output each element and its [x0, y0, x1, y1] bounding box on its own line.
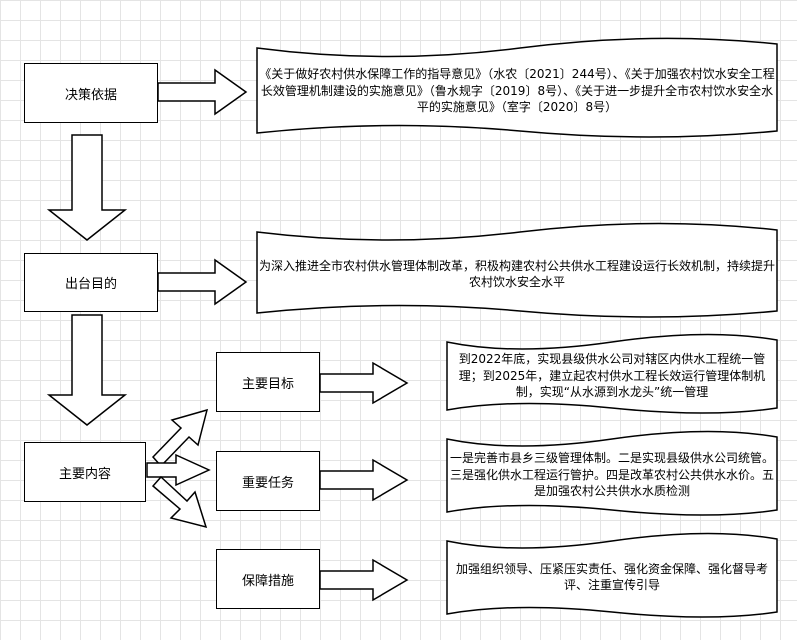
- arrow-tasks-to-note: [319, 458, 409, 502]
- measures-note-shape: [446, 532, 778, 618]
- arrow-purpose-to-note: [157, 258, 248, 306]
- purpose-note-shape: [256, 222, 778, 318]
- arrow-content-to-tasks: [146, 453, 211, 487]
- note-goals-text: 到2022年底，实现县级供水公司对辖区内供水工程统一管理；到2025年，建立起农…: [458, 352, 766, 400]
- node-content-label: 主要内容: [58, 466, 111, 482]
- arrow-purpose-to-content: [46, 314, 128, 426]
- arrow-content-to-goals: [151, 408, 209, 468]
- arrow-measures-to-note: [319, 558, 409, 602]
- arrow-basis-to-note: [157, 68, 248, 116]
- node-tasks: 重要任务: [216, 451, 320, 511]
- arrow-content-to-measures: [151, 475, 208, 529]
- arrow-basis-to-purpose: [46, 134, 128, 241]
- note-basis-text: 《关于做好农村供水保障工作的指导意见》（水农〔2021〕244号）、《关于加强农…: [259, 67, 775, 115]
- node-basis-label: 决策依据: [64, 87, 117, 103]
- note-purpose-text: 为深入推进全市农村供水管理体制改革，积极构建农村公共供水工程建设运行长效机制，持…: [258, 258, 775, 290]
- node-goals-label: 主要目标: [241, 376, 294, 392]
- node-content: 主要内容: [24, 442, 146, 502]
- goals-note-shape: [446, 333, 778, 414]
- tasks-note-shape: [446, 430, 778, 516]
- arrow-goals-to-note: [319, 361, 409, 405]
- node-purpose: 出台目的: [24, 253, 158, 312]
- note-measures-text: 加强组织领导、压紧压实责任、强化资金保障、强化督导考评、注重宣传引导: [455, 561, 768, 593]
- node-tasks-label: 重要任务: [241, 475, 294, 491]
- note-tasks-text: 一是完善市县乡三级管理体制。二是实现县级供水公司统管。三是强化供水工程运行管护。…: [449, 451, 774, 499]
- node-basis: 决策依据: [24, 63, 158, 123]
- node-measures: 保障措施: [216, 549, 320, 609]
- node-measures-label: 保障措施: [241, 573, 294, 589]
- basis-note-shape: [256, 37, 778, 138]
- node-goals: 主要目标: [216, 352, 320, 412]
- node-purpose-label: 出台目的: [64, 277, 117, 292]
